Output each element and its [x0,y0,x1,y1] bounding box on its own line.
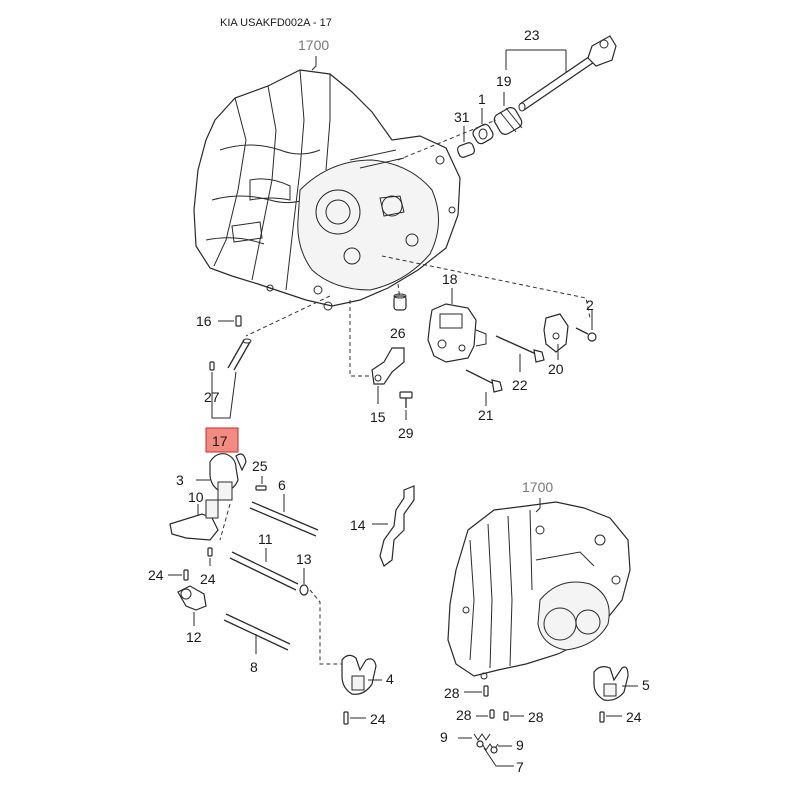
part-12[interactable]: 12 [186,629,202,645]
ref-1700-bottom: 1700 [522,479,553,495]
plug-28c[interactable] [503,711,509,721]
part-18[interactable]: 18 [442,271,458,287]
ref-1700-top-leader [311,56,317,71]
part-9b[interactable]: 9 [516,737,524,753]
part-10[interactable]: 10 [188,489,204,505]
bushing-26[interactable] [393,293,407,311]
part-28c[interactable]: 28 [528,709,544,725]
part-4[interactable]: 4 [386,671,394,687]
part-31[interactable]: 31 [454,109,470,125]
part-14[interactable]: 14 [350,517,366,533]
pin-24-left[interactable] [183,569,189,581]
highlight-part-17[interactable]: 17 [205,427,239,453]
part-6[interactable]: 6 [278,477,286,493]
bolt-2[interactable] [575,327,597,342]
diagram-title: KIA USAKFD002A - 17 [220,17,332,29]
part-25[interactable]: 25 [252,458,268,474]
part-7[interactable]: 7 [516,759,524,775]
part-28b[interactable]: 28 [456,707,472,723]
part-24d[interactable]: 24 [626,709,642,725]
dash-case-to-15 [349,300,372,377]
leader-27-17 [211,371,237,419]
pin-24-mid[interactable] [207,547,213,557]
transaxle-case-top[interactable] [193,69,461,311]
part-24a[interactable]: 24 [148,567,164,583]
shift-fork-4[interactable] [341,654,377,695]
ref-1700-top: 1700 [298,37,329,53]
pin-27[interactable] [209,361,215,371]
bolt-21[interactable] [465,369,503,393]
plug-28b[interactable] [489,709,495,719]
dash-shaft-to-case [397,119,497,161]
leader-7 [483,747,514,767]
part-22[interactable]: 22 [512,377,528,393]
pin-25[interactable] [255,485,267,491]
shift-rail-11[interactable] [229,551,299,591]
part-27[interactable]: 27 [204,389,220,405]
shift-rail-8[interactable] [223,613,291,651]
dash-case-to-26 [397,283,401,301]
part-23[interactable]: 23 [524,27,540,43]
bracket-20[interactable] [543,313,569,353]
part-9a[interactable]: 9 [440,729,448,745]
part-19[interactable]: 19 [496,73,512,89]
transaxle-case-bottom[interactable] [447,501,631,680]
bolt-29[interactable] [399,391,413,408]
part-2[interactable]: 2 [586,297,594,313]
bracket-15[interactable] [371,347,405,385]
shift-lever-housing[interactable] [427,303,487,363]
part-26[interactable]: 26 [390,325,406,341]
dash-3-to-10 [219,503,231,541]
part-5[interactable]: 5 [642,677,650,693]
bracket-14[interactable] [379,485,415,567]
select-lever-10[interactable] [169,499,219,541]
shaft-spring[interactable] [492,105,524,136]
bushing[interactable] [471,123,495,146]
shift-rail-6[interactable] [249,501,319,537]
spring-9a[interactable] [473,733,491,741]
bolt-22[interactable] [495,335,545,363]
part-17[interactable]: 17 [212,433,228,449]
part-16[interactable]: 16 [196,313,212,329]
part-11[interactable]: 11 [258,531,273,547]
shift-control-shaft[interactable] [518,35,617,112]
pin-24-right[interactable] [599,711,605,723]
part-1[interactable]: 1 [478,91,486,107]
shift-fork-3[interactable] [209,453,247,501]
pin-24-bottom[interactable] [343,711,349,725]
part-24b[interactable]: 24 [200,571,216,587]
lever-12[interactable] [177,585,207,611]
shift-fork-5[interactable] [593,666,629,701]
part-15[interactable]: 15 [370,409,386,425]
part-21[interactable]: 21 [478,407,494,423]
plug-28a[interactable] [483,685,489,697]
dash-13-to-4 [309,589,344,665]
ref-1700-bottom-leader [535,498,541,513]
part-8[interactable]: 8 [250,659,258,675]
shift-shaft-17[interactable] [227,338,252,371]
part-13[interactable]: 13 [296,551,312,567]
part-28a[interactable]: 28 [444,685,460,701]
roll-pin-16[interactable] [235,315,242,327]
oil-seal[interactable] [456,142,476,159]
leader-23 [505,49,567,72]
part-24c[interactable]: 24 [370,711,386,727]
dash-case-to-16 [245,295,331,337]
part-29[interactable]: 29 [398,425,414,441]
part-3[interactable]: 3 [176,472,184,488]
ball-7[interactable] [476,740,498,754]
part-20[interactable]: 20 [548,361,564,377]
snap-ring-13[interactable] [299,584,309,596]
